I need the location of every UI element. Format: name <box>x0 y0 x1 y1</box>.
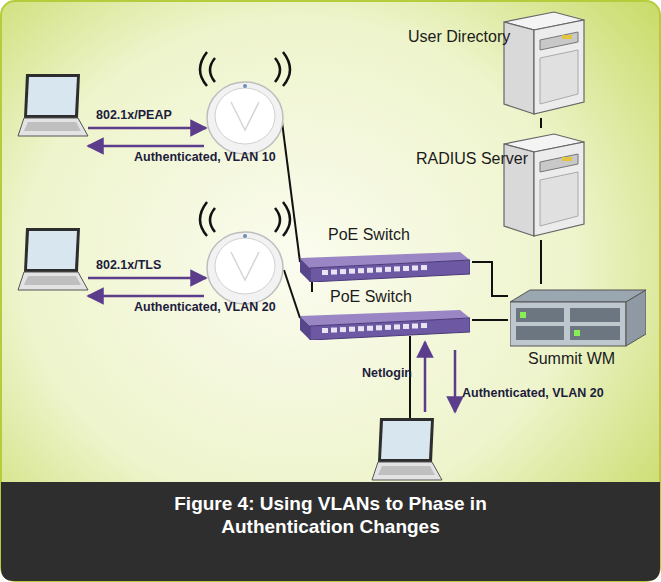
arrow-label: Authenticated, VLAN 20 <box>134 300 276 314</box>
network-link <box>472 262 508 296</box>
arrow-label: 802.1x/PEAP <box>96 108 172 122</box>
device-icon <box>498 8 588 118</box>
arrow-label: Authenticated, VLAN 20 <box>462 386 604 400</box>
network-device: PoE Switch <box>300 292 472 340</box>
device-icon <box>300 248 472 282</box>
device-label: PoE Switch <box>328 226 410 244</box>
network-device: Summit WM <box>508 284 648 374</box>
figure-caption: Figure 4: Using VLANs to Phase in Authen… <box>150 492 511 538</box>
device-label: RADIUS Server <box>416 150 528 168</box>
network-link <box>540 240 542 284</box>
device-icon <box>300 306 472 340</box>
network-device: RADIUS Server <box>408 128 588 240</box>
device-label: PoE Switch <box>330 288 412 306</box>
arrow-label: 802.1x/TLS <box>96 258 161 272</box>
network-link <box>540 118 542 128</box>
network-link <box>311 282 313 292</box>
network-link <box>472 319 508 321</box>
arrow-label: Netlogin <box>362 366 412 380</box>
arrow-label: Authenticated, VLAN 10 <box>134 150 276 164</box>
device-label: Summit WM <box>528 350 615 368</box>
device-label: User Directory <box>408 28 510 46</box>
device-icon <box>498 130 588 240</box>
network-device: User Directory <box>408 6 588 118</box>
network-device: PoE Switch <box>300 226 472 282</box>
